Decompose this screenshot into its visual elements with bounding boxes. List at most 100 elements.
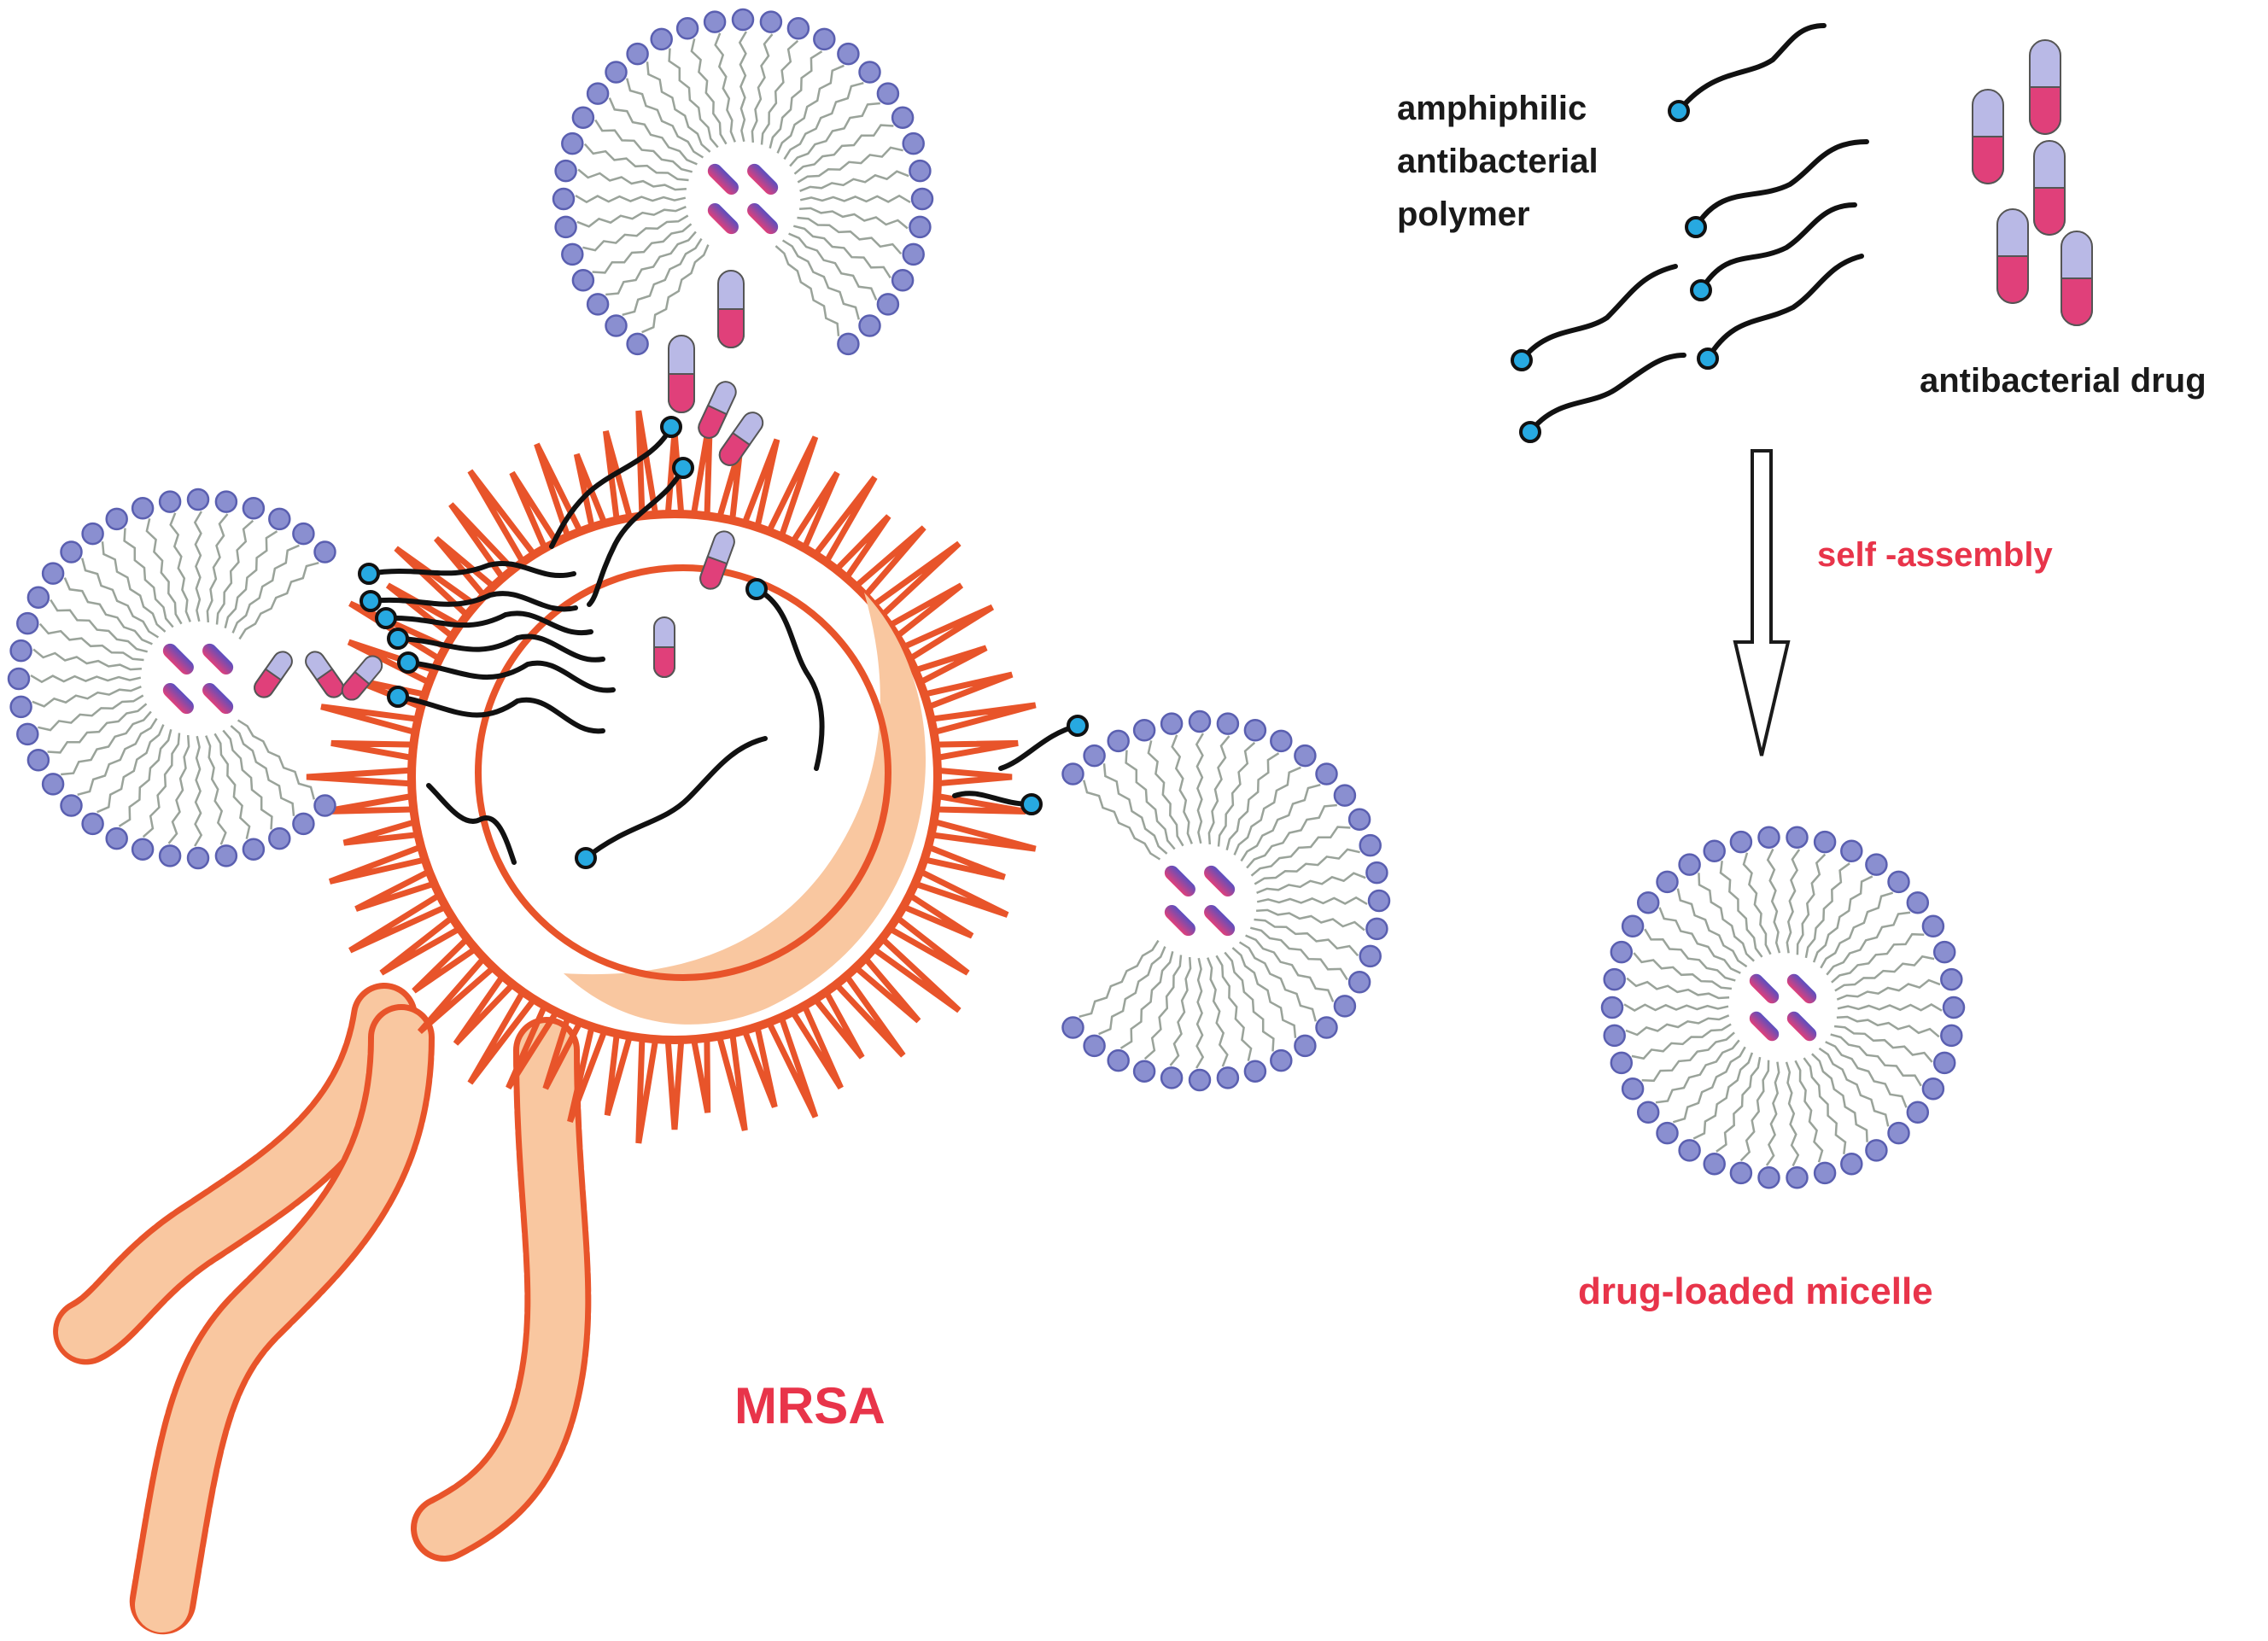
micelle-head (891, 106, 915, 129)
micelle-head (60, 794, 83, 817)
micelle-tail (738, 31, 747, 143)
micelle-head (1600, 996, 1624, 1019)
micelle-head (1887, 1121, 1910, 1145)
micelle-tail (101, 541, 167, 633)
micelle-tail (230, 725, 295, 816)
micelle-head (1216, 1066, 1240, 1089)
micelle-tail (668, 48, 719, 149)
micelle-head (858, 61, 881, 84)
micelle-head (1729, 830, 1753, 854)
micelle-head (16, 611, 39, 635)
capsule-body (1204, 905, 1236, 937)
micelle-tail (1626, 977, 1730, 1000)
micelle-tail (625, 78, 704, 159)
micelle-tail (167, 735, 190, 844)
polymer-tail (549, 424, 674, 549)
micelle-tail (577, 168, 687, 191)
micelle-head (131, 838, 155, 861)
micelle-tail (1719, 861, 1763, 958)
polymer-tail (426, 783, 517, 865)
micelle-tail (641, 244, 710, 334)
micelle-tail (63, 577, 153, 645)
micelle-tail (1830, 1033, 1922, 1087)
micelle-tail (622, 237, 703, 317)
micelle-head (1729, 1161, 1753, 1185)
capsule-bottom (698, 404, 728, 439)
polymer-tail (583, 736, 768, 861)
micelle-tail (1224, 951, 1275, 1052)
micelle-tail (1623, 1003, 1729, 1012)
drug-capsule (162, 683, 194, 715)
drug-capsule (162, 643, 194, 675)
capsule-bottom (254, 668, 283, 698)
micelle-tail (1125, 750, 1176, 850)
capsule-bottom (2033, 187, 2066, 236)
micelle-tail (1692, 1052, 1754, 1140)
micelle-head (1365, 861, 1388, 885)
bacterium-inner-membrane (475, 564, 891, 981)
micelle-tail (38, 694, 144, 732)
micelle-head (1840, 839, 1863, 863)
micelle-head (1160, 1066, 1184, 1089)
polymer-tail (587, 465, 686, 607)
micelle-head (759, 10, 783, 33)
micelle-head (1906, 891, 1930, 914)
micelle-head (214, 844, 238, 867)
micelle-tail (224, 530, 278, 629)
micelle-head (1813, 1161, 1837, 1185)
micelle-head (1270, 1048, 1293, 1072)
micelle-tail (206, 513, 229, 622)
micelle-head (1610, 1051, 1634, 1075)
micelle-head (837, 332, 860, 356)
polymer-tail (383, 610, 593, 636)
capsule-body (1749, 1011, 1780, 1042)
micelle-tail (1631, 1023, 1732, 1060)
polymer-head (1685, 216, 1707, 238)
micelle-head (1061, 762, 1084, 785)
micelle-head (586, 293, 610, 316)
capsule-bottom (315, 668, 344, 698)
micelle-head (158, 844, 182, 867)
micelle-head (1132, 719, 1156, 742)
capsule-bottom (341, 670, 371, 701)
micelle-tail (1676, 888, 1748, 968)
micelle-head (26, 586, 50, 609)
micelle-tail (1207, 735, 1230, 844)
micelle-head (1636, 1101, 1660, 1124)
micelle-tail (1831, 932, 1925, 984)
micelle-tail (1836, 1015, 1940, 1038)
micelle-tail (714, 32, 736, 143)
micelle-tail (1826, 911, 1911, 976)
micelle-head (1940, 967, 1963, 991)
micelle-tail (1811, 1053, 1868, 1142)
micelle-head (1703, 839, 1726, 863)
micelle-head (1813, 830, 1837, 854)
drug-capsule (1164, 905, 1195, 937)
antibacterial-drug-capsules (254, 39, 2093, 701)
micelle-tail (1169, 957, 1192, 1066)
micelle-head (1921, 1077, 1945, 1101)
micelle-tail (583, 143, 689, 182)
micelle-tail (776, 64, 845, 154)
micelle-tail (205, 735, 227, 845)
micelle-head (242, 497, 266, 520)
micelle-tail (1766, 848, 1781, 954)
micelle-head (858, 314, 881, 337)
micelle-tail (1641, 1031, 1735, 1083)
micelle-head (586, 82, 610, 105)
capsule-bottom (1996, 255, 2029, 304)
micelle-tail (760, 39, 799, 145)
micelle-head (1347, 808, 1371, 831)
polymer-head (745, 578, 768, 600)
micelle-tail (194, 735, 203, 847)
micelle-head (16, 722, 39, 746)
micelle-tail (118, 728, 172, 827)
mrsa-bacterium (306, 410, 1037, 1144)
drug-capsule (698, 381, 737, 439)
micelle-head (292, 812, 315, 836)
micelle-tail (1825, 1041, 1908, 1108)
micelle-tail (769, 50, 823, 149)
micelle-head (731, 8, 755, 32)
micelle-tail (592, 223, 693, 274)
